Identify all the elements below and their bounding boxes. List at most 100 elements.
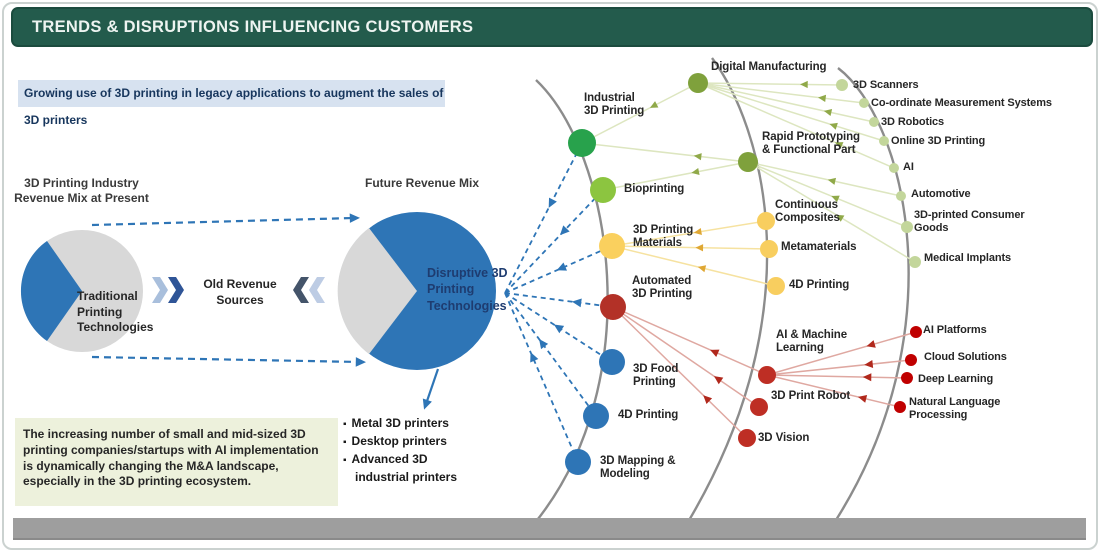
- trend-arc-3: [834, 67, 910, 521]
- flow-arrow-1: [91, 216, 355, 227]
- arrowhead-icon: [530, 352, 539, 363]
- arrowhead-icon: [556, 262, 568, 271]
- node-aiml: [758, 366, 776, 384]
- edge-dm-online: [697, 82, 885, 142]
- arrowhead-icon: [349, 213, 360, 223]
- arrowhead-icon: [553, 324, 565, 334]
- highlight-text: Growing use of 3D printing in legacy app…: [24, 86, 444, 127]
- node-industrial: [568, 129, 596, 157]
- arrowhead-icon: [835, 214, 845, 222]
- node-coord: [859, 98, 869, 108]
- edge-rp-consumer: [747, 161, 908, 228]
- edge-automated-aiml: [612, 306, 768, 376]
- hub-edge-automated: [504, 292, 614, 308]
- insight-note-box: The increasing number of small and mid-s…: [15, 418, 338, 506]
- arrowhead-icon: [695, 244, 704, 252]
- chevron-right-icon: [168, 277, 184, 303]
- node-nlp: [894, 401, 906, 413]
- future-mix-title: Future Revenue Mix: [364, 176, 480, 190]
- arrowhead-icon: [827, 177, 837, 185]
- flow-arrow-2: [91, 355, 361, 364]
- printer-bullets: Metal 3D printersDesktop printersAdvance…: [343, 414, 483, 486]
- node-materials: [599, 233, 625, 259]
- edge-industrial-rp: [581, 142, 749, 163]
- arrowhead-icon: [422, 398, 432, 410]
- edge-dm-coord: [697, 82, 865, 104]
- insight-note-text: The increasing number of small and mid-s…: [23, 427, 319, 489]
- arrowhead-icon: [829, 122, 838, 130]
- arrowhead-icon: [823, 109, 833, 117]
- slide-title: TRENDS & DISRUPTIONS INFLUENCING CUSTOME…: [32, 18, 474, 36]
- edge-materials-meta: [611, 245, 770, 250]
- node-rp: [738, 152, 758, 172]
- node-automotive: [896, 191, 906, 201]
- hub-edge-mapping: [504, 292, 579, 463]
- trend-arc-2: [686, 57, 769, 523]
- present-pie-label: Traditional Printing Technologies: [77, 289, 154, 335]
- edge-rp-automotive: [747, 161, 902, 197]
- present-pie-wedge: [20, 241, 82, 341]
- highlight-banner: Growing use of 3D printing in legacy app…: [18, 80, 445, 127]
- arrowhead-icon: [539, 339, 549, 350]
- node-scanners: [836, 79, 848, 91]
- hub-edge-industrial: [504, 142, 583, 294]
- node-food: [599, 349, 625, 375]
- hub-edge-bioprinting: [504, 189, 604, 294]
- node-ai: [889, 163, 899, 173]
- arrowhead-icon: [697, 265, 707, 273]
- node-fourd1: [583, 403, 609, 429]
- edge-rp-implants: [747, 161, 916, 263]
- arrowhead-icon: [857, 394, 868, 403]
- node-vision: [738, 429, 756, 447]
- arrowhead-icon: [710, 349, 720, 357]
- node-platforms: [910, 326, 922, 338]
- arrowhead-icon: [831, 195, 840, 203]
- edge-industrial-dm: [581, 82, 699, 144]
- edge-automated-vision: [612, 306, 748, 439]
- arrowhead-icon: [693, 227, 702, 236]
- arrowhead-icon: [355, 357, 366, 367]
- edge-bioprinting-rp: [602, 161, 749, 191]
- edge-materials-cc: [611, 220, 767, 247]
- edge-dm-scanners: [697, 82, 843, 86]
- edge-dm-robotics: [697, 82, 875, 123]
- node-deep: [901, 372, 913, 384]
- present-mix-title: 3D Printing Industry Revenue Mix at Pres…: [14, 176, 149, 205]
- chevron-left-icon: [309, 277, 325, 303]
- old-revenue-label: Old Revenue Sources: [203, 277, 277, 307]
- bullet-item: Advanced 3D industrial printers: [343, 450, 483, 486]
- node-dm: [688, 73, 708, 93]
- node-mapping: [565, 449, 591, 475]
- arrowhead-icon: [693, 153, 702, 161]
- node-cc: [757, 212, 775, 230]
- node-implants: [909, 256, 921, 268]
- node-robot: [750, 398, 768, 416]
- edge-aiml-cloud: [766, 359, 912, 376]
- arrowhead-icon: [548, 197, 557, 208]
- bullet-item: Desktop printers: [343, 432, 483, 450]
- edge-dm-ai: [697, 82, 895, 169]
- node-bioprinting: [590, 177, 616, 203]
- node-online: [879, 136, 889, 146]
- arrowhead-icon: [691, 167, 700, 176]
- node-automated: [600, 294, 626, 320]
- node-cloud: [905, 354, 917, 366]
- chevron-left-icon: [293, 277, 309, 303]
- future-pie-label: Disruptive 3D Printing Technologies: [427, 266, 508, 313]
- node-meta: [760, 240, 778, 258]
- chevron-right-icon: [152, 277, 168, 303]
- node-fourd2: [767, 277, 785, 295]
- node-robotics: [869, 117, 879, 127]
- bullet-item: Metal 3D printers: [343, 414, 483, 432]
- edge-aiml-nlp: [766, 374, 901, 408]
- arrowhead-icon: [864, 360, 874, 368]
- hub-edge-fourd1: [504, 292, 597, 417]
- arrowhead-icon: [571, 298, 582, 308]
- arrowhead-icon: [800, 80, 808, 89]
- arrowhead-icon: [818, 94, 827, 102]
- slide-title-bar: TRENDS & DISRUPTIONS INFLUENCING CUSTOME…: [11, 7, 1093, 47]
- arrowhead-icon: [560, 225, 570, 236]
